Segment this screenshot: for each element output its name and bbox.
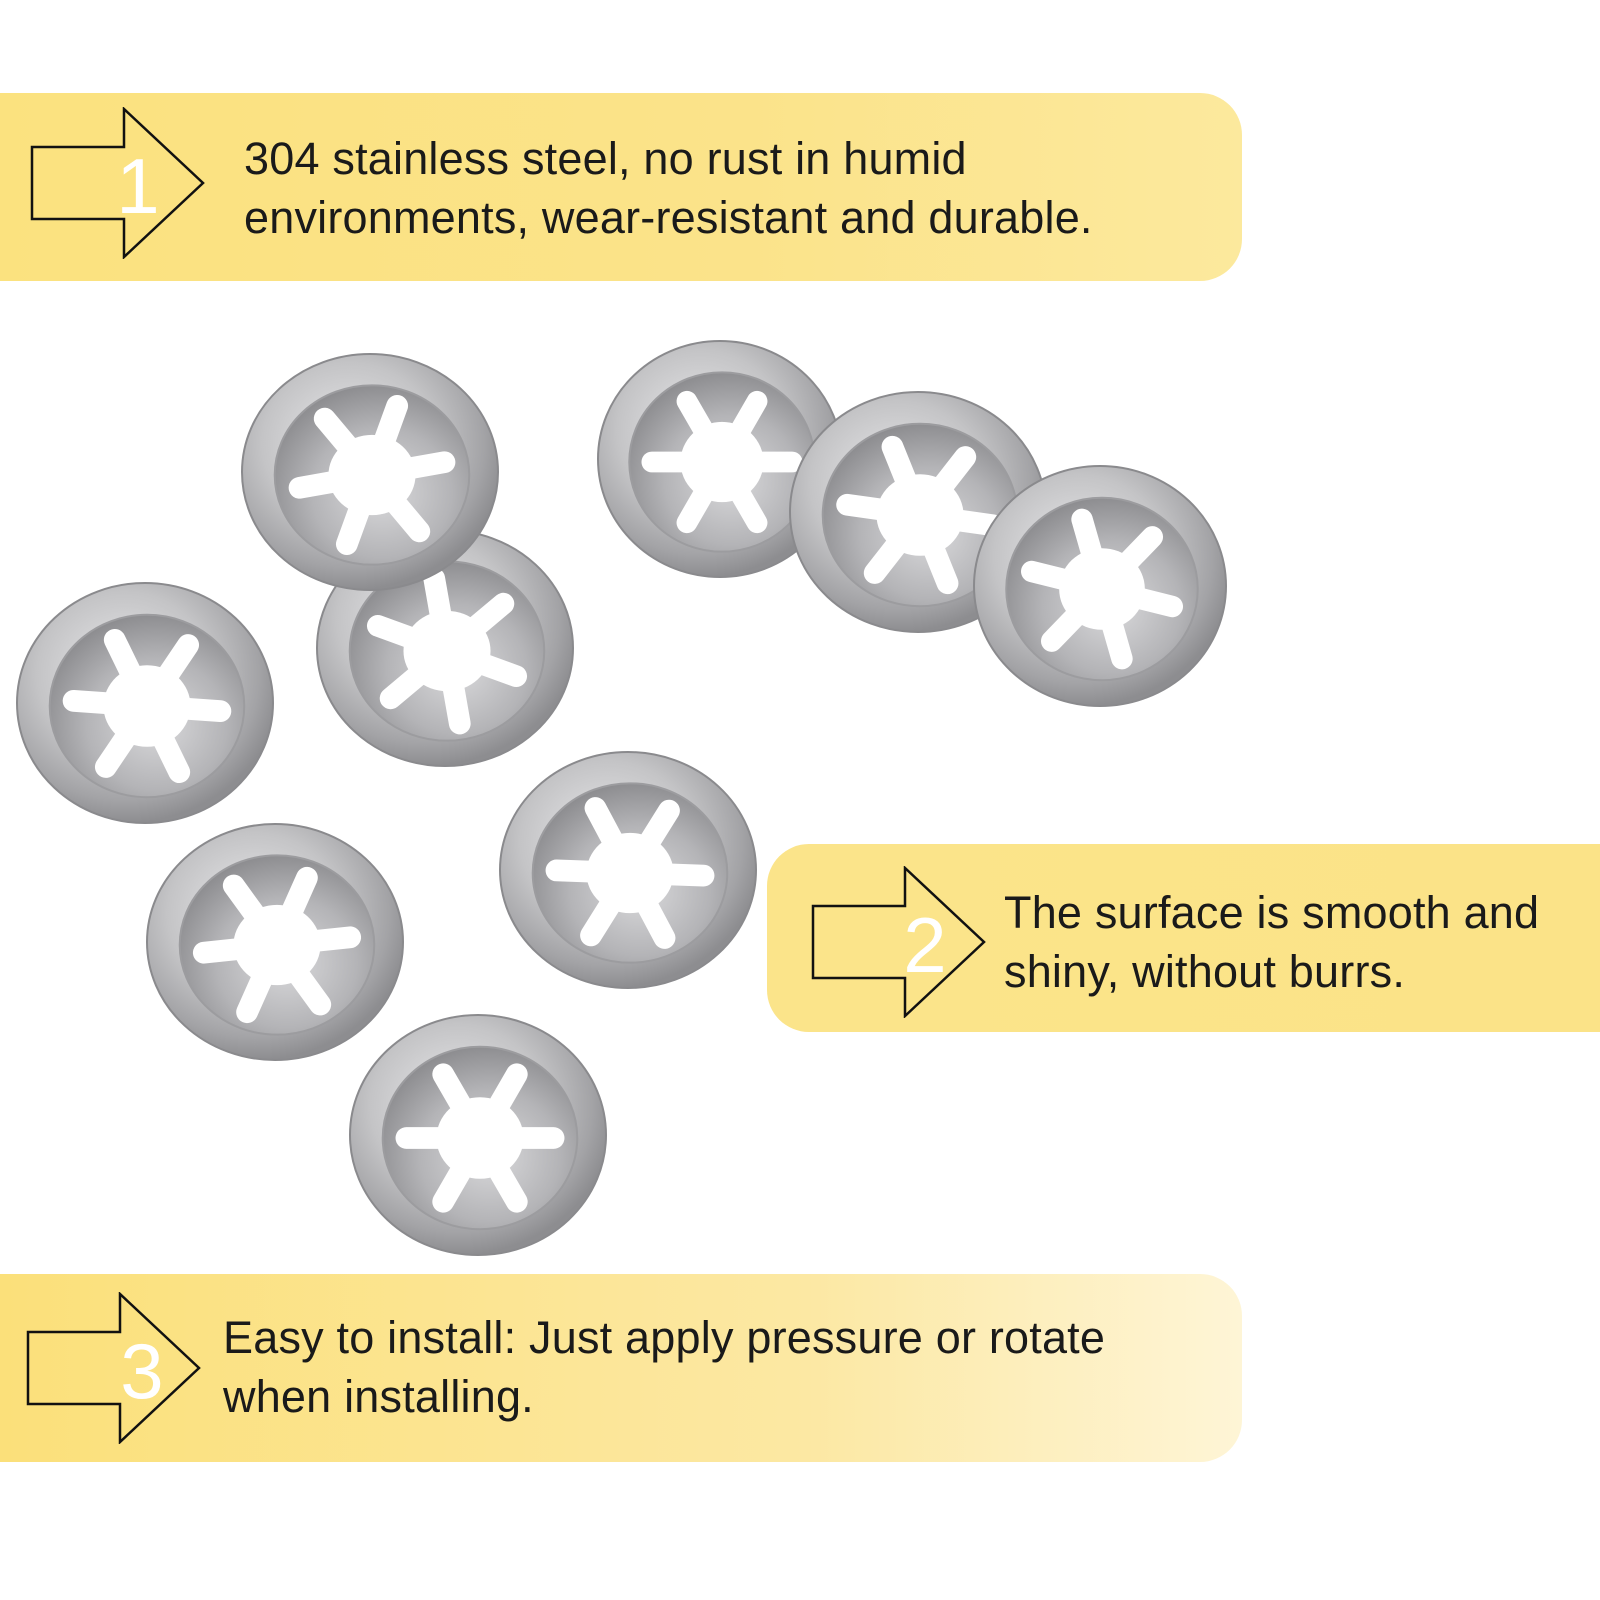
- washer-slot: [624, 799, 680, 875]
- washer: [241, 353, 499, 591]
- feature-text-1: 304 stainless steel, no rust in humid en…: [244, 133, 1093, 243]
- washer-slot: [881, 435, 927, 516]
- washer-slot: [444, 592, 515, 655]
- washer-slot: [676, 460, 728, 534]
- washer: [16, 582, 274, 824]
- washer-slot: [676, 390, 728, 464]
- washer-slot: [366, 614, 448, 659]
- washer-slot: [272, 942, 332, 1016]
- washer-slot: [641, 451, 723, 473]
- washer-slot: [915, 446, 977, 518]
- washer-slot: [313, 407, 376, 478]
- washer-slot: [1101, 580, 1184, 618]
- washer-slot: [103, 628, 154, 708]
- washer: [597, 340, 843, 578]
- washer-slot: [140, 704, 191, 784]
- washer-slot: [721, 451, 803, 473]
- right-arrow-icon: 1: [30, 107, 205, 259]
- washer-slot: [371, 451, 456, 484]
- feature-banner-3: 3 Easy to install: Just apply pressure o…: [0, 1274, 1242, 1462]
- right-arrow-icon: 3: [26, 1292, 201, 1444]
- washer-slot: [446, 643, 528, 688]
- washer-slot: [62, 689, 148, 717]
- washer-slot: [479, 1127, 565, 1149]
- washer-slot: [432, 1063, 486, 1140]
- washer-slot: [395, 1127, 481, 1149]
- washer-slot: [368, 472, 431, 543]
- washer-slot: [474, 1136, 528, 1213]
- washer-slot: [1094, 588, 1133, 670]
- washer-slot: [94, 704, 152, 778]
- washer: [973, 465, 1227, 707]
- washer-slot: [1098, 526, 1164, 593]
- washer-slot: [716, 390, 768, 464]
- washer-slot: [222, 874, 282, 948]
- washer-slot: [146, 695, 232, 723]
- washer-slot: [432, 1136, 486, 1213]
- washer-slot: [913, 514, 959, 595]
- washer-slot: [288, 466, 373, 499]
- washer-slot: [580, 871, 636, 947]
- washer-slot: [270, 866, 318, 946]
- washer: [146, 823, 404, 1061]
- washer-slot: [863, 512, 925, 584]
- feature-number-2: 2: [903, 901, 946, 989]
- washer-slot: [1020, 560, 1103, 598]
- washer-slot: [364, 394, 409, 476]
- washer-slot: [584, 797, 636, 875]
- washer-slot: [474, 1063, 528, 1140]
- feature-text-3: Easy to install: Just apply pressure or …: [223, 1312, 1106, 1422]
- washer-slot: [836, 493, 921, 525]
- feature-banner-1: 1 304 stainless steel, no rust in humid …: [0, 93, 1242, 281]
- washer: [316, 529, 574, 767]
- right-arrow-icon: 2: [811, 866, 986, 1018]
- washer-slot: [545, 859, 631, 884]
- washer-slot: [379, 647, 450, 710]
- washer-slot: [423, 567, 456, 652]
- feature-text-2: The surface is smooth and shiny, without…: [1004, 887, 1540, 997]
- washer-slot: [716, 460, 768, 534]
- washer-slot: [1071, 508, 1110, 590]
- washer: [499, 751, 757, 989]
- feature-number-1: 1: [116, 142, 159, 230]
- feature-number-3: 3: [120, 1327, 163, 1415]
- washer-slot: [142, 634, 200, 708]
- washer-slot: [335, 474, 380, 556]
- washer-slot: [192, 935, 278, 964]
- washer: [349, 1014, 607, 1256]
- washer-slot: [1040, 585, 1106, 652]
- feature-banner-2: 2 The surface is smooth and shiny, witho…: [767, 844, 1600, 1032]
- washer-slot: [629, 862, 715, 887]
- washer-slot: [624, 871, 676, 949]
- washer-slot: [236, 944, 284, 1024]
- washer-slot: [438, 650, 471, 735]
- washer-slot: [919, 505, 1004, 537]
- washer-slot: [276, 926, 362, 955]
